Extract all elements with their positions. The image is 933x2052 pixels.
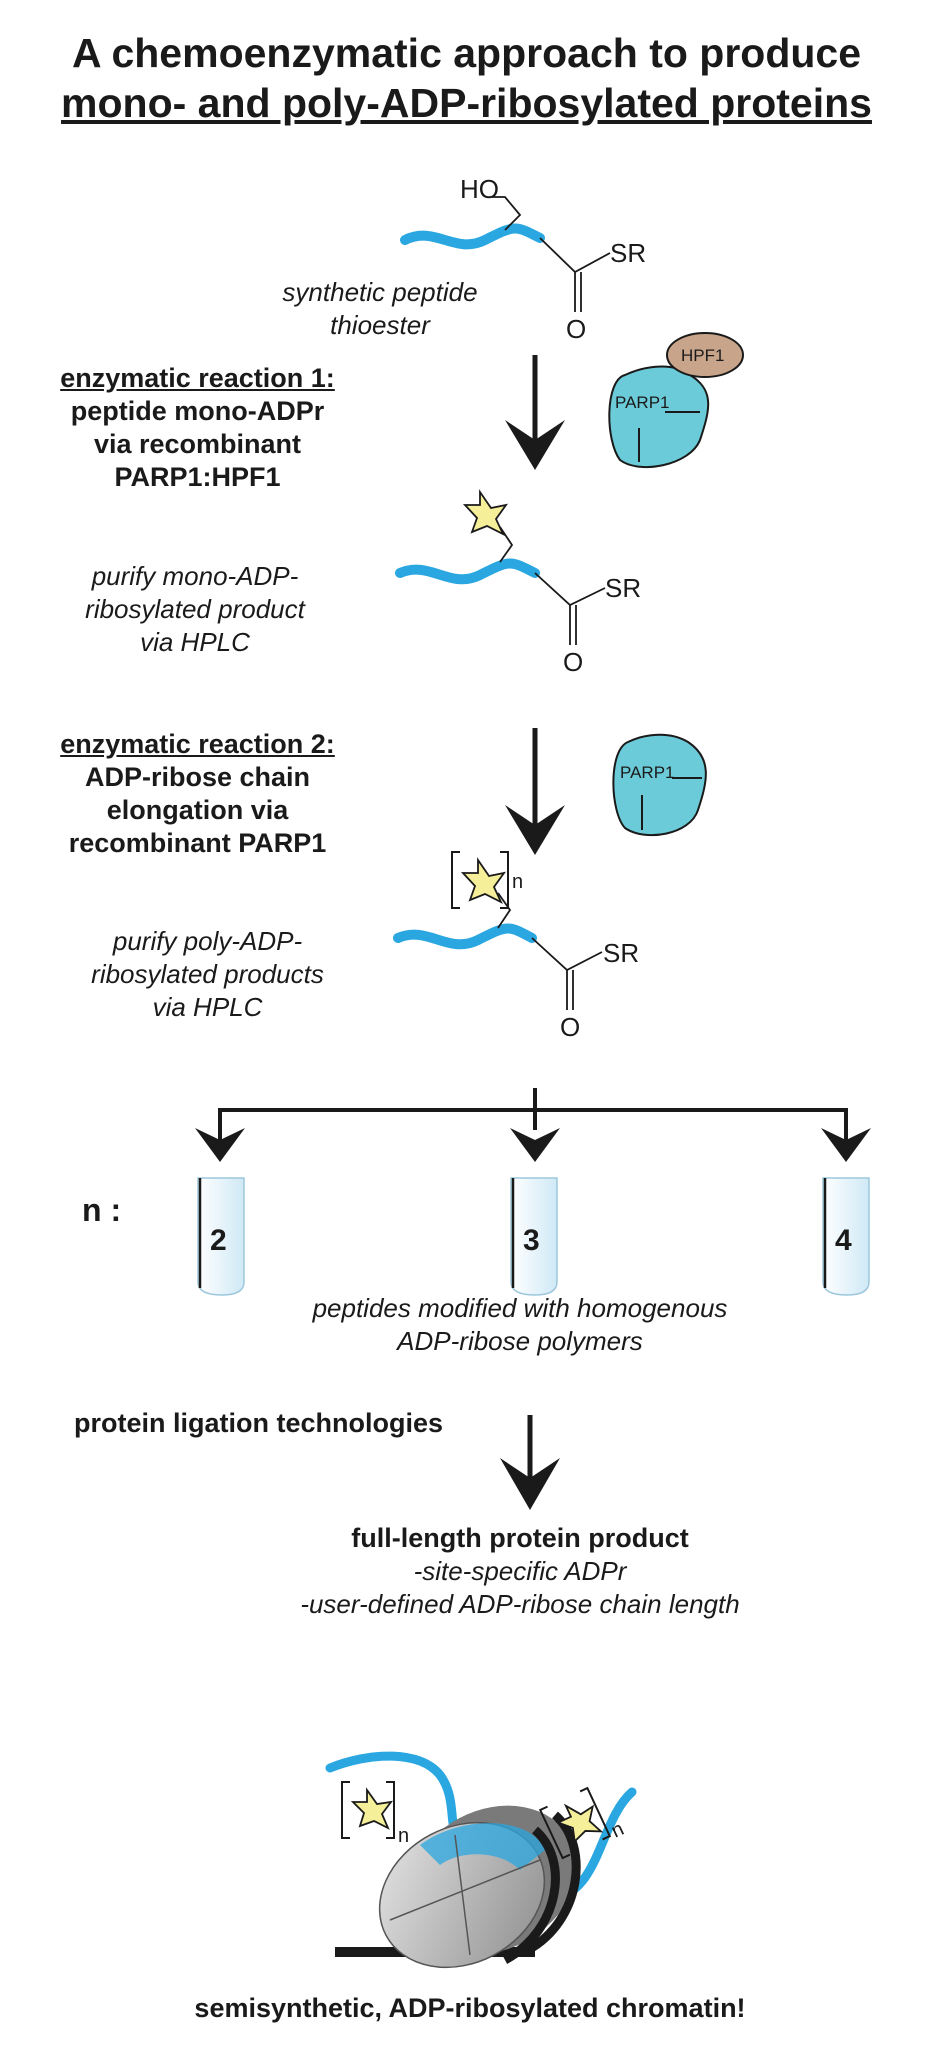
- peptides-caption-line-1: peptides modified with homogenous: [312, 1293, 728, 1323]
- adpr-star-icon: [555, 1803, 604, 1844]
- sr-label-1: SR: [610, 238, 646, 268]
- reaction-1-text: enzymatic reaction 1: peptide mono-ADPr …: [20, 362, 375, 494]
- peptides-caption: peptides modified with homogenous ADP-ri…: [260, 1292, 780, 1358]
- hpf1-label: HPF1: [681, 346, 724, 365]
- left-bracket: [451, 851, 460, 909]
- mono-adpr-peptide-structure: SR O: [395, 489, 641, 677]
- carbonyl-label-3: O: [560, 1012, 580, 1042]
- peptide-chain: [395, 558, 540, 585]
- reaction-2-line-3: recombinant PARP1: [68, 828, 327, 858]
- purify-2-line-1: purify poly-ADP-: [112, 926, 303, 956]
- backbone-bonds: [539, 237, 611, 312]
- title-line-1: A chemoenzymatic approach to produce: [71, 30, 862, 76]
- reaction-2-line-2: elongation via: [106, 795, 289, 825]
- product-line-2: -user-defined ADP-ribose chain length: [300, 1589, 740, 1619]
- branch-arrows: [195, 1088, 871, 1162]
- ligation-arrow: [500, 1415, 560, 1510]
- peptide-thioester-structure: HO SR O: [400, 174, 646, 344]
- adpr-star-icon: [462, 489, 509, 536]
- hpf1-subunit: [666, 332, 744, 378]
- parp1-label-1: PARP1: [615, 393, 670, 412]
- tube-1-label: 2: [210, 1224, 227, 1257]
- tube-2-label: 3: [523, 1224, 540, 1257]
- side-chain-bond: [499, 526, 514, 563]
- product-line-1: -site-specific ADPr: [413, 1556, 627, 1586]
- adpr-star-icon: [350, 1787, 394, 1830]
- tube-3: 4: [822, 1177, 870, 1296]
- hydroxyl-label: HO: [460, 174, 499, 204]
- start-label-line-2: thioester: [330, 310, 430, 340]
- reaction-1-arrow: [505, 355, 565, 470]
- sr-label-3: SR: [603, 938, 639, 968]
- tube-1: 2: [197, 1177, 245, 1296]
- ligation-text: protein ligation technologies: [74, 1408, 444, 1438]
- right-subscript: n: [608, 1818, 627, 1843]
- carbonyl-label-2: O: [563, 647, 583, 677]
- purify-2-line-3: via HPLC: [152, 992, 263, 1022]
- purify-1-line-2: ribosylated product: [85, 594, 305, 624]
- start-label-line-1: synthetic peptide: [282, 277, 478, 307]
- reaction-1-heading: enzymatic reaction 1:: [60, 363, 335, 393]
- parp1-label-2: PARP1: [620, 763, 675, 782]
- purify-2-line-2: ribosylated products: [91, 959, 324, 989]
- backbone-bonds: [531, 937, 603, 1010]
- purify-1-line-1: purify mono-ADP-: [91, 561, 299, 591]
- dna-wrap-2: [525, 1811, 581, 1954]
- purify-1-line-3: via HPLC: [140, 627, 250, 657]
- peptides-caption-line-2: ADP-ribose polymers: [397, 1326, 643, 1356]
- peptide-chain: [400, 223, 545, 250]
- side-chain-bond: [492, 196, 522, 231]
- product-heading: full-length protein product: [351, 1523, 689, 1553]
- left-subscript: n: [398, 1825, 409, 1847]
- adpr-star-icon: [460, 857, 507, 904]
- reaction-2-arrow: [505, 728, 565, 855]
- right-bracket: [386, 1781, 395, 1839]
- poly-adpr-peptide-structure: n SR O: [393, 851, 639, 1042]
- carbonyl-label-1: O: [566, 314, 586, 344]
- right-bracket: [500, 851, 509, 909]
- side-chain-bond: [497, 892, 512, 929]
- reaction-2-text: enzymatic reaction 2: ADP-ribose chain e…: [20, 728, 375, 860]
- reaction-1-line-1: peptide mono-ADPr: [70, 396, 325, 426]
- purify-1-text: purify mono-ADP- ribosylated product via…: [40, 560, 350, 659]
- reaction-1-line-2: via recombinant: [93, 429, 302, 459]
- parp1-enzyme: PARP1: [612, 733, 707, 837]
- chromatin-caption: semisynthetic, ADP-ribosylated chromatin…: [194, 1993, 746, 2023]
- left-bracket: [341, 1781, 350, 1839]
- right-group-right-bracket: [579, 1786, 612, 1841]
- left-peptide-tail: [325, 1751, 460, 1837]
- histone-blue-segment: [420, 1823, 545, 1870]
- purify-2-text: purify poly-ADP- ribosylated products vi…: [45, 925, 370, 1024]
- sr-label-2: SR: [605, 573, 641, 603]
- chain-length-label: n :: [82, 1192, 122, 1228]
- chain-length-subscript: n: [512, 871, 523, 893]
- reaction-1-line-3: PARP1:HPF1: [114, 462, 281, 492]
- peptide-chain: [393, 923, 537, 950]
- reaction-2-line-1: ADP-ribose chain: [84, 762, 311, 792]
- backbone-bonds: [534, 572, 606, 645]
- dna-wrap-1: [502, 1826, 560, 1964]
- parp1-hpf1-enzyme: PARP1 HPF1: [608, 332, 744, 468]
- reaction-2-heading: enzymatic reaction 2:: [60, 729, 335, 759]
- chromatin-illustration: n n: [325, 1751, 637, 1969]
- title-line-2: mono- and poly-ADP-ribosylated proteins: [61, 80, 872, 126]
- tube-2: 3: [510, 1177, 558, 1296]
- start-label: synthetic peptide thioester: [230, 276, 530, 342]
- tube-3-label: 4: [835, 1224, 852, 1257]
- right-group-left-bracket: [538, 1805, 571, 1860]
- product-text: full-length protein product -site-specif…: [240, 1522, 800, 1621]
